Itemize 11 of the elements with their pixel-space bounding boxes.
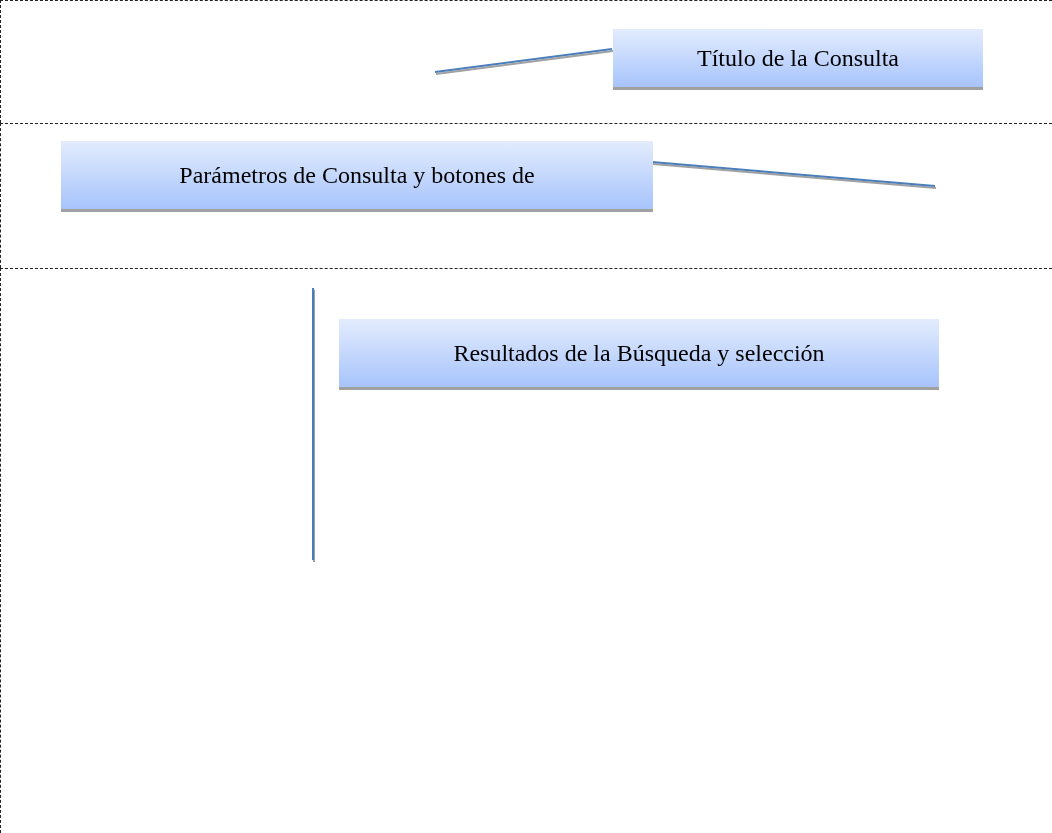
section-panel [0,123,1052,268]
callout-label: Parámetros de Consulta y botones de [179,161,535,189]
callout-box [339,319,939,387]
leader-line [312,287,314,561]
section-panel [0,0,1052,123]
callout-label: Resultados de la Búsqueda y selección [453,339,825,367]
section-panel [0,268,1052,833]
leader-line [434,48,613,73]
callout-box [613,29,983,87]
callout-box [61,141,653,209]
callout-label: Título de la Consulta [697,44,899,72]
